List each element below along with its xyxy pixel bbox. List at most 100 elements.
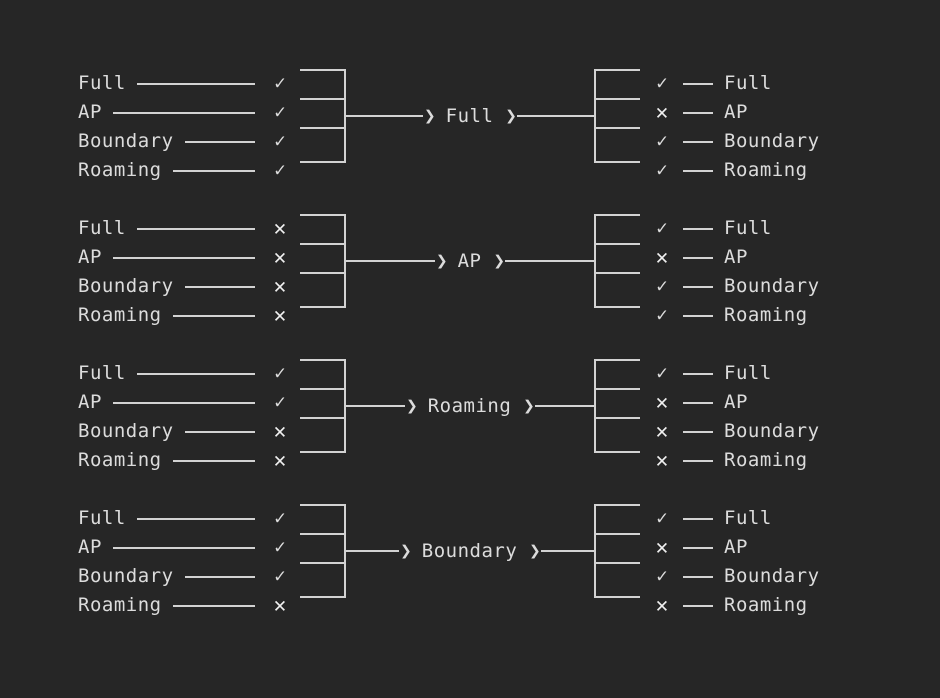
output-label: AP (724, 391, 748, 413)
output-row: ✕Boundary (650, 417, 820, 446)
cross-icon-output: ✕ (655, 245, 669, 269)
check-icon-output: ✓ (656, 72, 668, 94)
bracket-stub (594, 596, 640, 598)
check-icon-input: ✓ (274, 130, 286, 152)
output-label: Boundary (724, 130, 820, 152)
output-label: Roaming (724, 304, 808, 326)
connector-line (683, 604, 713, 607)
bracket-stub (594, 161, 640, 163)
cross-icon-output: ✕ (655, 390, 669, 414)
input-lead: Roaming (78, 156, 264, 185)
input-label: Roaming (78, 449, 162, 471)
bracket-stub (300, 161, 346, 163)
connector-line (112, 546, 255, 549)
flow-block: Full✓AP✓Boundary✓Roaming✓❯Full❯✓Full✕AP✓… (0, 56, 940, 181)
bracket-spine (594, 504, 596, 598)
check-icon-output: ✓ (656, 507, 668, 529)
output-label: Roaming (724, 159, 808, 181)
connector-line (683, 372, 713, 375)
bracket-stub (300, 306, 346, 308)
transition-row: ❯Roaming❯ (346, 392, 595, 421)
input-label: Full (78, 72, 126, 94)
connector-line (112, 111, 255, 114)
check-icon-input: ✓ (274, 362, 286, 384)
bracket-stub (300, 359, 346, 361)
bracket-stub (300, 596, 346, 598)
check-icon-output: ✓ (656, 217, 668, 239)
bracket-stub (594, 272, 640, 274)
output-group: ✓Full✕ AP ✓ Boundary ✓ Roaming (594, 201, 880, 326)
check-icon-output: ✓ (656, 275, 668, 297)
connector-line (683, 285, 713, 288)
check-icon-output: ✓ (656, 565, 668, 587)
connector-line (683, 430, 713, 433)
output-row: ✕Roaming (650, 446, 808, 475)
input-label: Boundary (78, 130, 174, 152)
input-lead: Full (78, 69, 264, 98)
cross-icon-output: ✕ (655, 448, 669, 472)
input-label: Roaming (78, 159, 162, 181)
input-label: Roaming (78, 594, 162, 616)
bracket-stub (300, 562, 346, 564)
input-label: AP (78, 246, 102, 268)
input-bracket (300, 504, 346, 598)
bracket-spine (594, 214, 596, 308)
output-row: ✓Full (650, 214, 772, 243)
connector-line (683, 111, 713, 114)
connector-line (540, 550, 595, 552)
bracket-stub (300, 127, 346, 129)
input-lead: Boundary (78, 562, 264, 591)
connector-line (184, 140, 255, 143)
transition-center: ❯Roaming❯ (346, 346, 595, 466)
input-bracket (300, 69, 346, 163)
transition-row: ❯Full❯ (346, 102, 595, 131)
output-label: Roaming (724, 594, 808, 616)
connector-line (112, 256, 255, 259)
connector-line (683, 401, 713, 404)
output-label: AP (724, 101, 748, 123)
input-group: Full✓AP✓Boundary✓Roaming✓ (78, 56, 346, 181)
input-lead: Boundary (78, 272, 264, 301)
connector-line (136, 517, 255, 520)
bracket-spine (344, 359, 346, 453)
check-icon-output: ✓ (656, 362, 668, 384)
bracket-spine (594, 69, 596, 163)
connector-line (346, 115, 424, 117)
connector-line (184, 575, 255, 578)
arrow-head-icon: ❯ (436, 249, 448, 272)
input-lead: Boundary (78, 127, 264, 156)
cross-icon-input: ✕ (273, 274, 287, 298)
output-label: Boundary (724, 275, 820, 297)
connector-line (172, 604, 255, 607)
connector-line (683, 546, 713, 549)
connector-line (534, 405, 595, 407)
output-bracket (594, 214, 640, 308)
transition-label: Full (445, 104, 494, 127)
flow-block: Full✕AP✕Boundary✕Roaming✕❯AP❯✓Full✕AP✓Bo… (0, 201, 940, 327)
output-label: AP (724, 246, 748, 268)
transition-label: Roaming (427, 394, 512, 417)
check-icon-output: ✓ (656, 130, 668, 152)
output-bracket (594, 69, 640, 163)
cross-icon-input: ✕ (273, 245, 287, 269)
check-icon-input: ✓ (274, 536, 286, 558)
output-label: Full (724, 362, 772, 384)
bracket-stub (300, 69, 346, 71)
cross-icon-input: ✕ (273, 419, 287, 443)
bracket-stub (594, 359, 640, 361)
arrow-head-icon: ❯ (529, 539, 541, 562)
bracket-spine (344, 69, 346, 163)
flow-block: Full✓AP✓Boundary✕Roaming✕❯Roaming❯✓Full✕… (0, 346, 940, 472)
cross-icon-output: ✕ (655, 593, 669, 617)
input-label: AP (78, 391, 102, 413)
output-label: Full (724, 507, 772, 529)
bracket-stub (300, 451, 346, 453)
bracket-spine (594, 359, 596, 453)
connector-line (683, 575, 713, 578)
connector-line (172, 459, 255, 462)
cross-icon-input: ✕ (273, 593, 287, 617)
bracket-stub (300, 504, 346, 506)
transition-row: ❯Boundary❯ (346, 537, 595, 566)
input-lead: Boundary (78, 417, 264, 446)
input-group: Full✓AP✓Boundary✕Roaming✕ (78, 346, 346, 472)
